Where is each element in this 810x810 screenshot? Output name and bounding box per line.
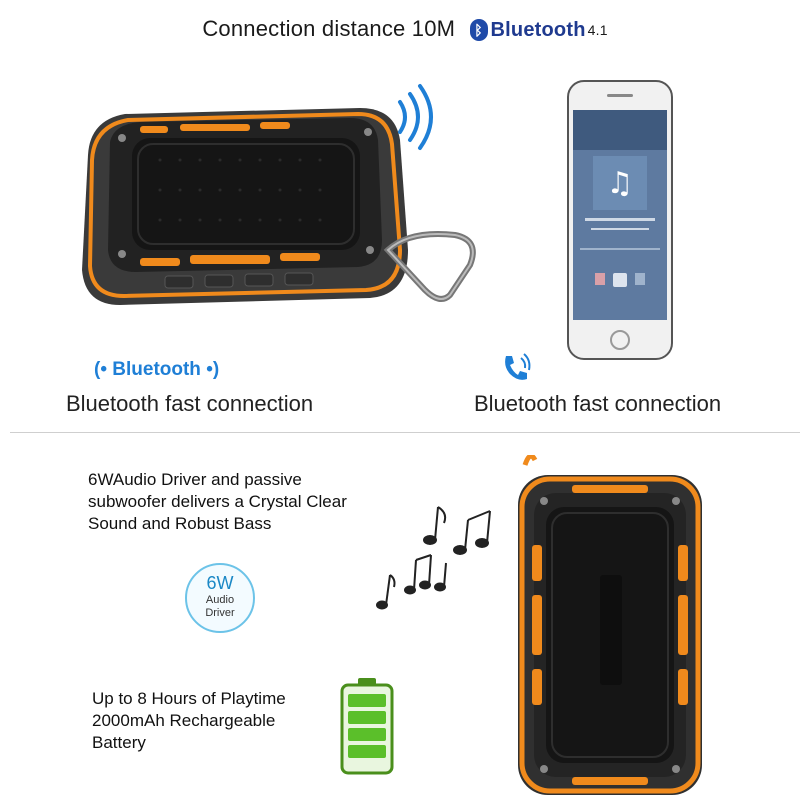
bluetooth-icon: ᛒ xyxy=(469,19,488,42)
phone-call-icon xyxy=(505,353,531,380)
battery-line-1: Up to 8 Hours of Playtime xyxy=(92,689,286,708)
driver-line-1: Audio xyxy=(205,594,235,606)
right-connection-label: Bluetooth fast connection xyxy=(474,391,722,416)
speaker-portrait-image xyxy=(518,455,702,795)
battery-feature-text: Up to 8 Hours of Playtime 2000mAh Rechar… xyxy=(92,688,286,754)
audio-line-1: 6WAudio Driver and passive xyxy=(88,470,302,489)
bluetooth-badge: (• Bluetooth •) xyxy=(94,359,219,381)
left-connection-label: Bluetooth fast connection xyxy=(66,391,314,416)
bluetooth-badge-text: Bluetooth xyxy=(112,359,201,380)
speaker-landscape-image xyxy=(82,108,476,305)
smartphone-image: ♫ xyxy=(567,80,673,360)
battery-line-3: Battery xyxy=(92,733,146,752)
battery-line-2: 2000mAh Rechargeable xyxy=(92,711,276,730)
driver-watts: 6W xyxy=(206,573,234,593)
driver-line-2: Driver xyxy=(205,607,235,619)
left-wave-icon: (• xyxy=(94,359,107,380)
bluetooth-wordmark: Bluetooth xyxy=(490,18,586,41)
audio-line-2: subwoofer delivers a Crystal Clear xyxy=(88,492,347,511)
section-divider xyxy=(10,432,800,433)
bluetooth-version: 4.1 xyxy=(587,22,608,39)
signal-waves-icon xyxy=(398,84,433,150)
battery-icon xyxy=(340,678,394,775)
audio-line-3: Sound and Robust Bass xyxy=(88,514,272,533)
headline: Connection distance 10M ᛒ Bluetooth 4.1 xyxy=(0,16,810,42)
driver-badge: 6W Audio Driver xyxy=(185,563,255,633)
right-wave-icon: •) xyxy=(206,359,220,380)
connection-distance-text: Connection distance 10M xyxy=(202,16,456,41)
bluetooth-logo: ᛒ Bluetooth 4.1 xyxy=(469,18,608,42)
music-note-icon: ♫ xyxy=(607,166,634,201)
audio-feature-text: 6WAudio Driver and passive subwoofer del… xyxy=(88,469,347,535)
music-notes-icon xyxy=(376,506,491,610)
